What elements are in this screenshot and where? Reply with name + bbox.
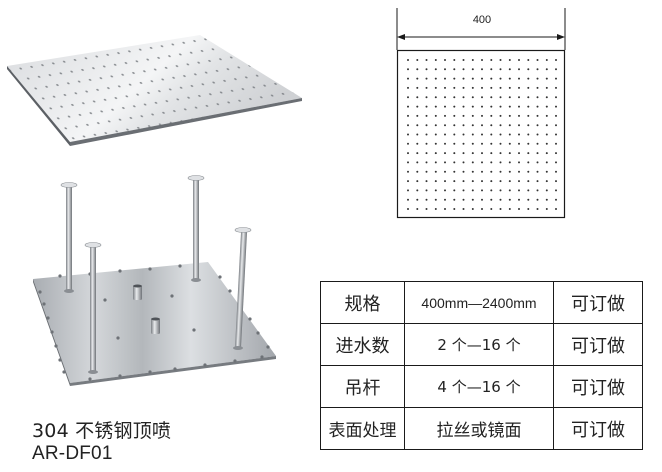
spec-label: 规格 xyxy=(320,281,405,324)
arrow-right-icon xyxy=(557,34,565,40)
top-shower-plate-image xyxy=(7,35,302,146)
table-row: 表面处理 拉丝或镜面 可订做 xyxy=(320,407,643,450)
table-row: 吊杆 4 个—16 个 可订做 xyxy=(320,365,643,408)
product-name: 304 不锈钢顶喷 xyxy=(32,420,172,442)
spec-value: 拉丝或镜面 xyxy=(404,407,554,450)
spec-note: 可订做 xyxy=(553,407,643,450)
spec-value: 4 个—16 个 xyxy=(404,365,554,408)
dimension-label: 400 xyxy=(472,14,492,26)
spec-label: 进水数 xyxy=(320,323,405,366)
spec-note: 可订做 xyxy=(553,365,643,408)
spec-note: 可订做 xyxy=(553,323,643,366)
spec-label: 吊杆 xyxy=(320,365,405,408)
spec-value: 400mm—2400mm xyxy=(404,281,554,324)
arrow-left-icon xyxy=(397,34,405,40)
table-row: 规格 400mm—2400mm 可订做 xyxy=(320,281,643,324)
product-model: AR-DF01 xyxy=(32,443,113,464)
spec-value: 2 个—16 个 xyxy=(404,323,554,366)
spec-label: 表面处理 xyxy=(320,407,405,450)
spec-note: 可订做 xyxy=(553,281,643,324)
table-row: 进水数 2 个—16 个 可订做 xyxy=(320,323,643,366)
spec-table: 规格 400mm—2400mm 可订做 进水数 2 个—16 个 可订做 吊杆 … xyxy=(320,281,643,450)
ceiling-shower-assembly-image xyxy=(33,175,276,386)
nozzle-dot-grid xyxy=(407,59,557,210)
dimension-drawing xyxy=(396,8,566,219)
